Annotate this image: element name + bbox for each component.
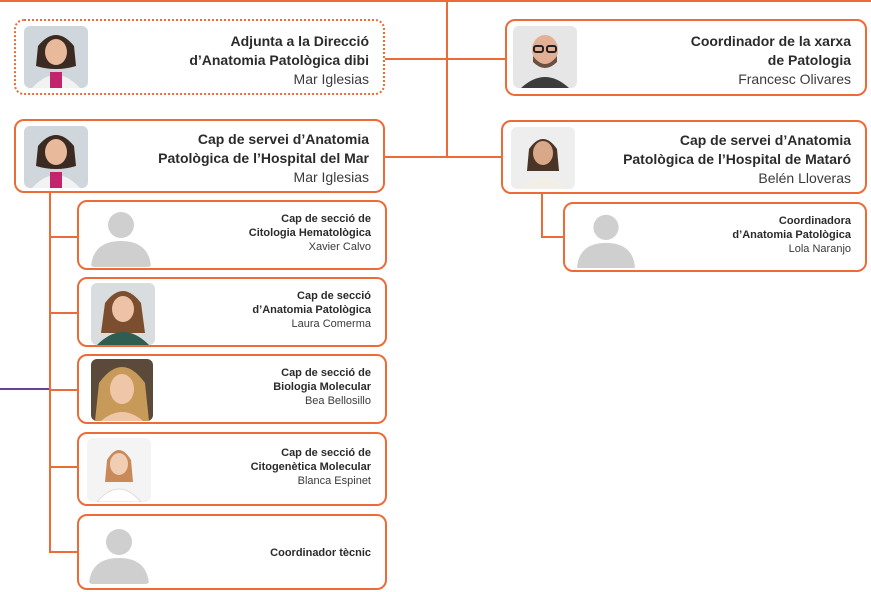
person-photo-icon bbox=[91, 283, 155, 345]
photo-blanca-espinet bbox=[87, 438, 151, 502]
cap-mar-name: Mar Iglesias bbox=[293, 169, 369, 185]
coord-xarxa-text: Coordinador de la xarxa de Patologia Fra… bbox=[691, 32, 851, 89]
photo-mar-iglesias bbox=[24, 126, 88, 188]
section-2-title-line2: d’Anatomia Patològica bbox=[252, 304, 371, 316]
trunk-line bbox=[446, 0, 448, 157]
branch-tick-1 bbox=[49, 236, 77, 238]
card-coordinador-tecnic[interactable]: Coordinador tècnic bbox=[77, 514, 387, 590]
placeholder-avatar bbox=[575, 207, 637, 269]
heads-connector bbox=[385, 156, 501, 158]
section-1-name: Xavier Calvo bbox=[308, 241, 371, 253]
cap-mataro-name: Belén Lloveras bbox=[758, 170, 851, 186]
branch-tick-3 bbox=[49, 389, 77, 391]
card-citogenetica-molecular[interactable]: Cap de secció de Citogenètica Molecular … bbox=[77, 432, 387, 506]
section-4-title-line1: Cap de secció de bbox=[281, 447, 371, 459]
card-coordinador-xarxa[interactable]: Coordinador de la xarxa de Patologia Fra… bbox=[505, 19, 867, 96]
photo-laura-comerma bbox=[91, 283, 155, 345]
section-2-text: Cap de secció d’Anatomia Patològica Laur… bbox=[252, 289, 371, 331]
coordinadora-text: Coordinadora d’Anatomia Patològica Lola … bbox=[732, 214, 851, 256]
adjunta-title-line2: d’Anatomia Patològica dibi bbox=[189, 52, 369, 68]
placeholder-avatar bbox=[87, 522, 151, 584]
section-4-title-line2: Citogenètica Molecular bbox=[250, 461, 371, 473]
person-photo-icon bbox=[91, 359, 153, 421]
section-3-text: Cap de secció de Biologia Molecular Bea … bbox=[273, 366, 371, 408]
card-adjunta-direccio[interactable]: Adjunta a la Direcció d’Anatomia Patològ… bbox=[14, 19, 385, 95]
right-branch-tick bbox=[541, 236, 563, 238]
coordinadora-name: Lola Naranjo bbox=[788, 243, 851, 255]
cap-mar-title-line1: Cap de servei d’Anatomia bbox=[197, 131, 369, 147]
placeholder-avatar bbox=[89, 205, 153, 267]
cap-mataro-text: Cap de servei d’Anatomia Patològica de l… bbox=[623, 131, 851, 188]
adjunta-text: Adjunta a la Direcció d’Anatomia Patològ… bbox=[189, 32, 369, 89]
section-3-title-line2: Biologia Molecular bbox=[273, 381, 371, 393]
section-2-title-line1: Cap de secció bbox=[297, 290, 371, 302]
person-silhouette-icon bbox=[89, 529, 149, 584]
coord-xarxa-name: Francesc Olivares bbox=[738, 71, 851, 87]
card-cap-servei-hospital-mataro[interactable]: Cap de servei d’Anatomia Patològica de l… bbox=[501, 120, 867, 194]
card-cap-servei-hospital-mar[interactable]: Cap de servei d’Anatomia Patològica de l… bbox=[14, 119, 385, 193]
cap-mar-title-line2: Patològica de l’Hospital del Mar bbox=[158, 150, 369, 166]
person-silhouette-icon bbox=[91, 212, 151, 267]
card-anatomia-patologica[interactable]: Cap de secció d’Anatomia Patològica Laur… bbox=[77, 277, 387, 347]
section-3-name: Bea Bellosillo bbox=[304, 395, 371, 407]
section-4-name: Blanca Espinet bbox=[297, 475, 371, 487]
card-coordinadora-anatomia[interactable]: Coordinadora d’Anatomia Patològica Lola … bbox=[563, 202, 867, 272]
branch-tick-5 bbox=[49, 551, 77, 553]
coord-xarxa-title-line1: Coordinador de la xarxa bbox=[690, 33, 851, 49]
coordinadora-title-line2: d’Anatomia Patològica bbox=[732, 229, 851, 241]
section-4-text: Cap de secció de Citogenètica Molecular … bbox=[251, 446, 371, 488]
card-biologia-molecular[interactable]: Cap de secció de Biologia Molecular Bea … bbox=[77, 354, 387, 424]
branch-tick-2 bbox=[49, 312, 77, 314]
right-branch-line bbox=[541, 192, 543, 238]
person-silhouette-icon bbox=[576, 214, 636, 269]
photo-bea-bellosillo bbox=[91, 359, 153, 421]
section-2-name: Laura Comerma bbox=[291, 318, 371, 330]
cap-mar-text: Cap de servei d’Anatomia Patològica de l… bbox=[158, 130, 369, 187]
person-photo-icon bbox=[24, 126, 88, 188]
section-3-title-line1: Cap de secció de bbox=[281, 367, 371, 379]
external-link-line bbox=[0, 388, 49, 390]
photo-mar-iglesias bbox=[24, 26, 88, 88]
person-photo-icon bbox=[513, 26, 577, 88]
section-1-text: Cap de secció de Citologia Hematològica … bbox=[249, 212, 371, 254]
photo-belen-lloveras bbox=[511, 127, 575, 189]
section-1-title-line2: Citologia Hematològica bbox=[248, 227, 371, 239]
coord-xarxa-title-line2: de Patologia bbox=[767, 52, 851, 68]
person-photo-icon bbox=[511, 127, 575, 189]
branch-tick-4 bbox=[49, 466, 77, 468]
section-1-title-line1: Cap de secció de bbox=[281, 213, 371, 225]
adjunta-name: Mar Iglesias bbox=[293, 71, 369, 87]
cap-mataro-title-line1: Cap de servei d’Anatomia bbox=[679, 132, 851, 148]
person-photo-icon bbox=[24, 26, 88, 88]
section-5-text: Coordinador tècnic bbox=[270, 546, 371, 560]
person-photo-icon bbox=[87, 438, 151, 502]
section-5-title: Coordinador tècnic bbox=[270, 547, 371, 559]
top-connector-line bbox=[0, 0, 871, 2]
adjunta-title-line1: Adjunta a la Direcció bbox=[230, 33, 369, 49]
photo-francesc-olivares bbox=[513, 26, 577, 88]
cap-mataro-title-line2: Patològica de l’Hospital de Mataró bbox=[623, 151, 851, 167]
coordinadora-title-line1: Coordinadora bbox=[778, 215, 851, 227]
card-citologia-hematologica[interactable]: Cap de secció de Citologia Hematològica … bbox=[77, 200, 387, 270]
adjunta-connector bbox=[385, 58, 505, 60]
left-branch-line bbox=[49, 192, 51, 552]
